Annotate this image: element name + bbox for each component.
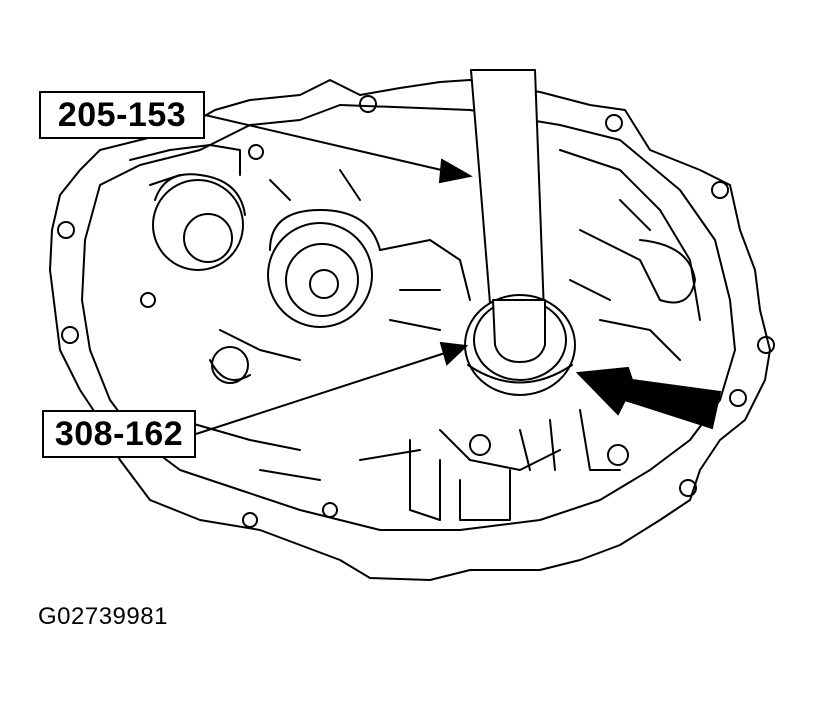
inner-flange xyxy=(81,104,736,531)
center-web xyxy=(269,169,381,251)
tool-callout-label: 308-162 xyxy=(54,415,184,453)
tool-callout-308-162: 308-162 xyxy=(42,410,196,458)
small-boss xyxy=(469,434,491,456)
direction-arrow xyxy=(575,366,722,430)
leader-line-bottom xyxy=(195,341,469,435)
bolt-hole xyxy=(322,502,338,518)
center-bore-mid xyxy=(285,243,359,317)
left-bore-outer xyxy=(152,179,244,271)
tool-callout-label: 205-153 xyxy=(57,96,187,134)
bolt-hole xyxy=(729,389,747,407)
internal-ribs xyxy=(179,239,561,481)
bolt-hole xyxy=(757,336,775,354)
bolt-hole xyxy=(679,479,697,497)
small-boss xyxy=(211,346,249,384)
bolt-hole xyxy=(248,144,264,160)
left-bracket xyxy=(129,144,241,186)
center-bore-inner xyxy=(309,269,339,299)
tool-handle-front xyxy=(492,299,546,363)
bolt-hole xyxy=(359,95,377,113)
bolt-hole xyxy=(711,181,729,199)
figure-id: G02739981 xyxy=(38,603,168,630)
lower-casting xyxy=(409,409,621,521)
small-boss xyxy=(607,444,629,466)
tool-callout-205-153: 205-153 xyxy=(39,91,205,139)
bolt-hole xyxy=(140,292,156,308)
left-bore-inner xyxy=(183,213,233,263)
bolt-hole xyxy=(57,221,75,239)
left-bore-detail xyxy=(154,173,246,216)
right-cavity xyxy=(559,149,701,361)
leader-line-top xyxy=(204,114,473,184)
center-bore-outer xyxy=(267,222,373,328)
seal-ring-lip xyxy=(467,364,573,384)
bolt-hole xyxy=(605,114,623,132)
bolt-hole xyxy=(242,512,258,528)
right-casting xyxy=(639,239,696,304)
bolt-hole xyxy=(61,326,79,344)
